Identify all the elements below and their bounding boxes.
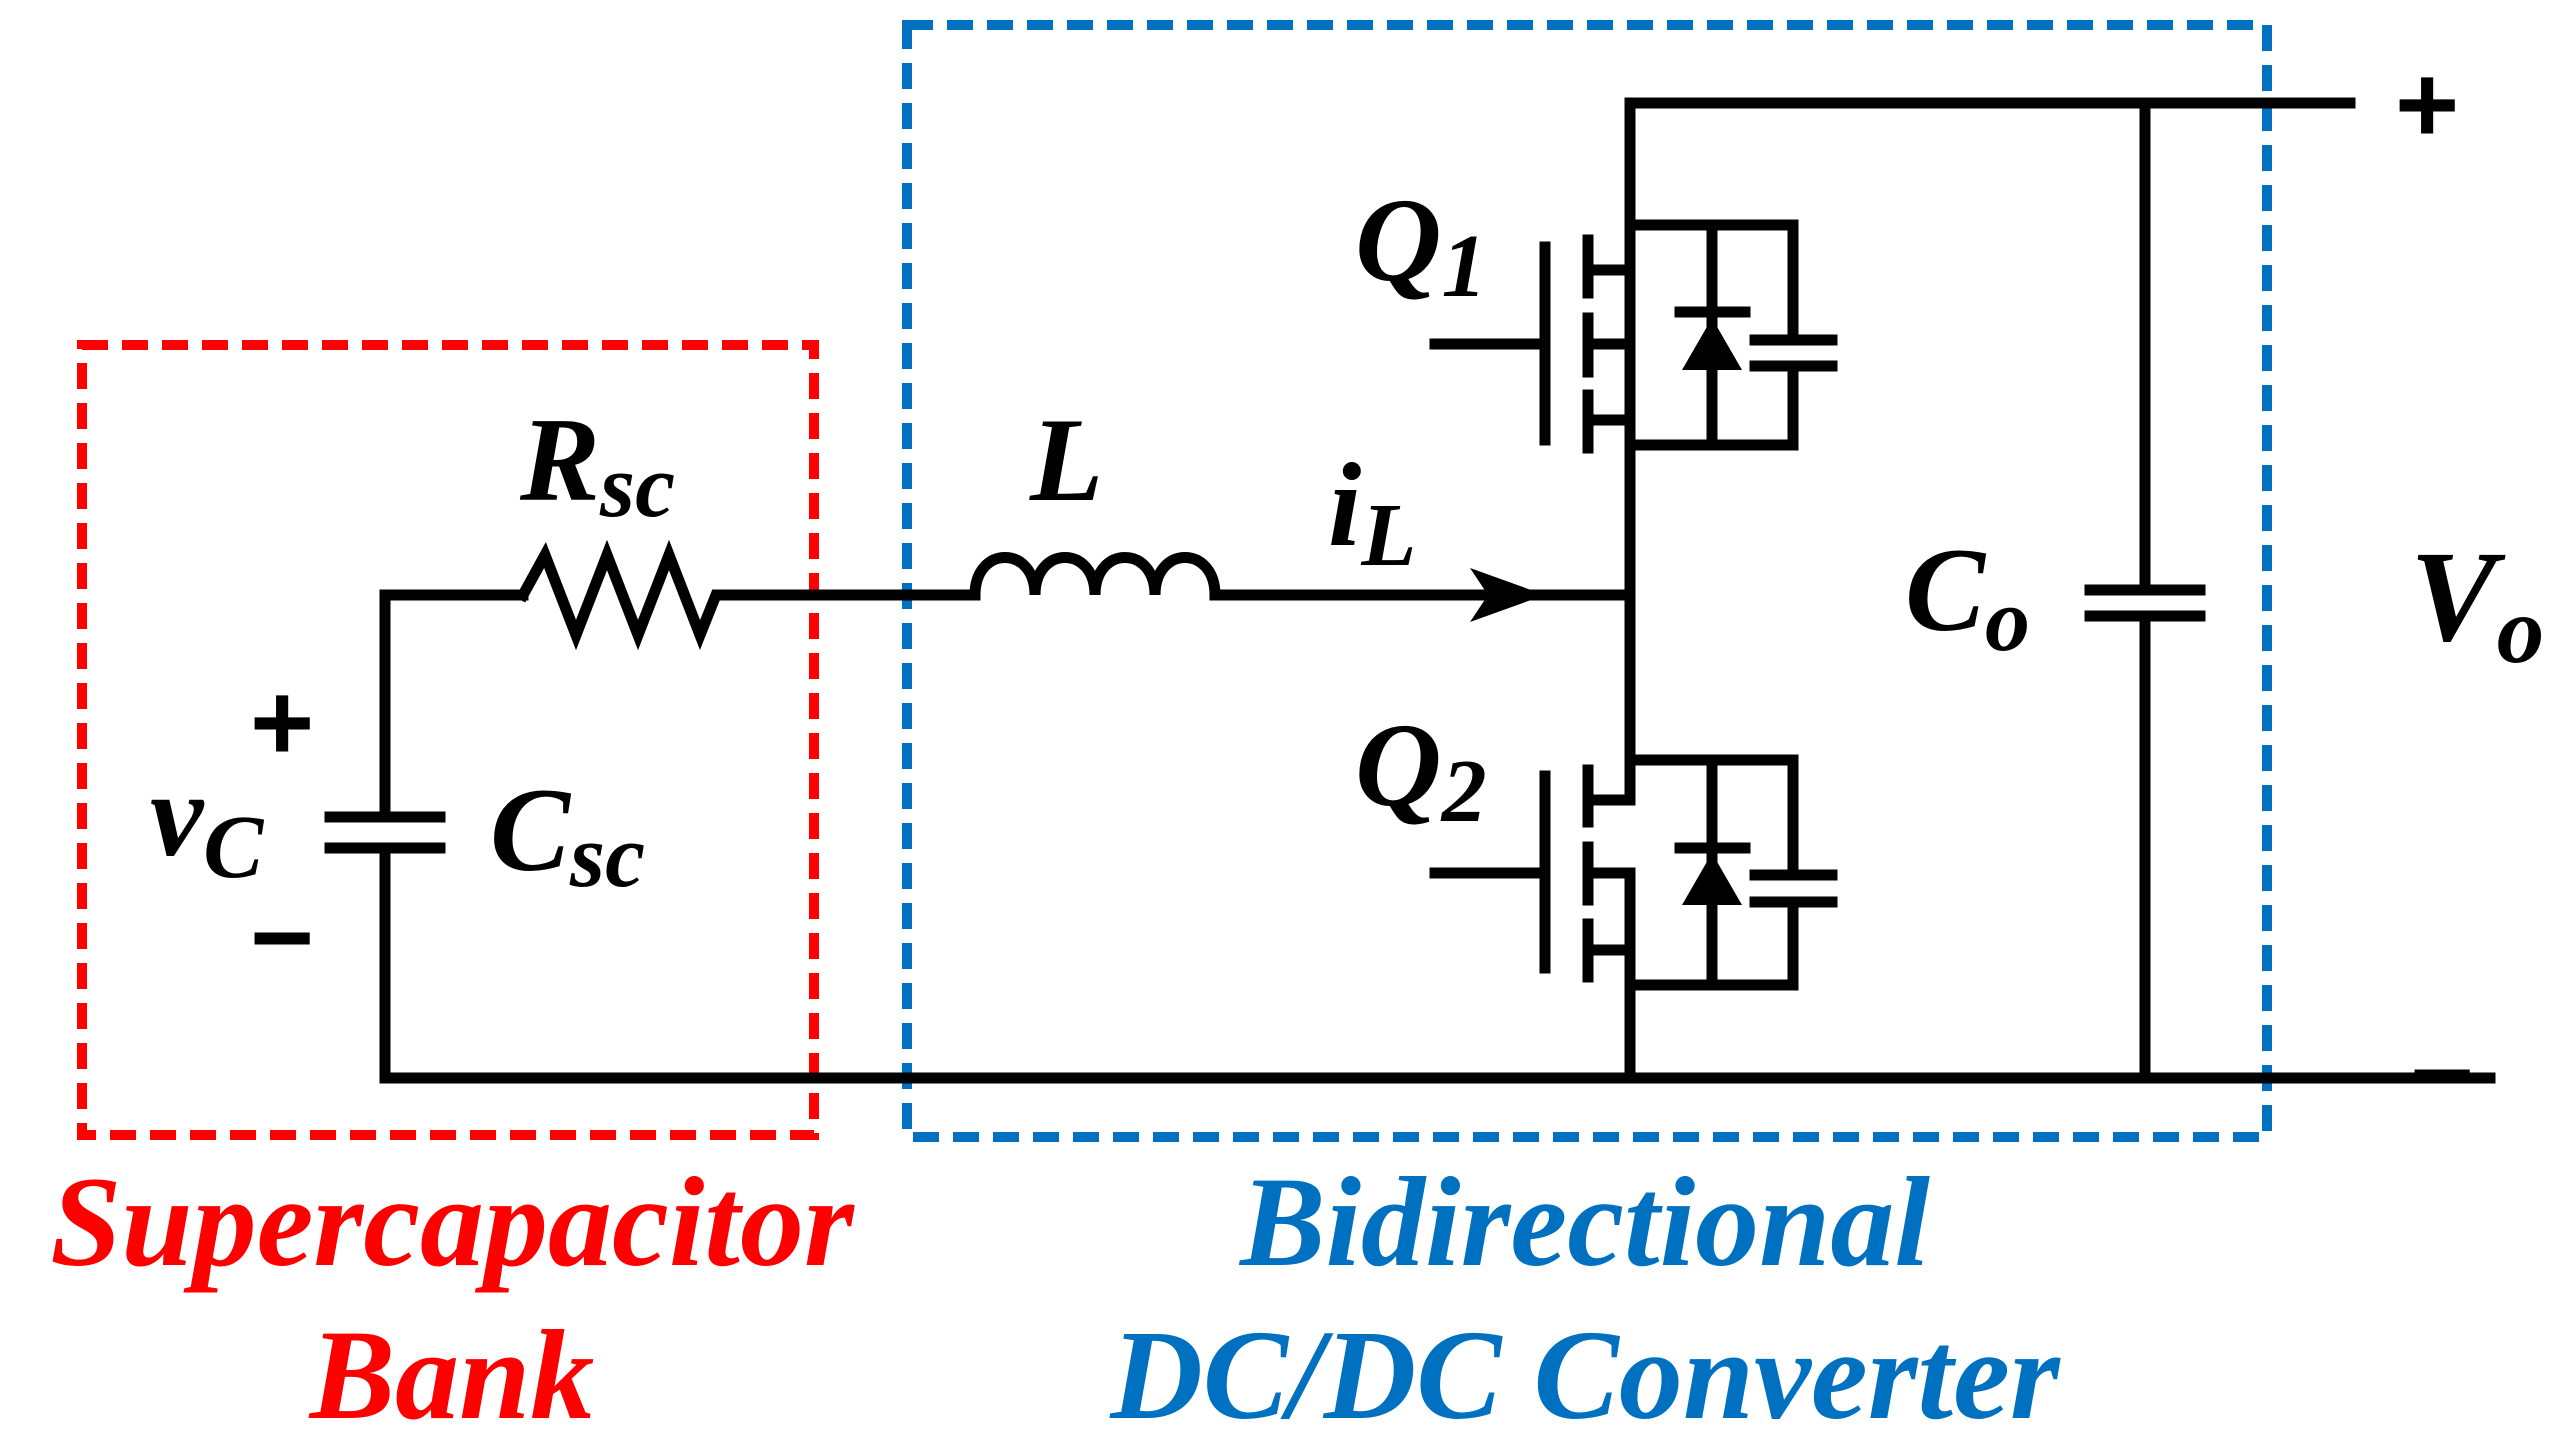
- supercapacitor-box: [77, 340, 819, 1140]
- plus-sign-output: +: [2395, 43, 2459, 166]
- label-q2: Q2: [1355, 698, 1487, 841]
- label-vc: vC: [150, 748, 264, 897]
- label-l: L: [1029, 393, 1103, 526]
- caption-supercapacitor-line2: Bank: [308, 1304, 595, 1446]
- wire-left-vertical: [379, 589, 529, 814]
- label-q1: Q1: [1355, 173, 1487, 316]
- rsc-resistor: [515, 539, 981, 651]
- q2-mosfet: [1429, 754, 1838, 1024]
- converter-box: [902, 20, 2272, 1142]
- label-rsc: Rsc: [519, 393, 675, 536]
- caption-converter-line1: Bidirectional: [1238, 1151, 1930, 1293]
- minus-sign-input: −: [250, 876, 314, 999]
- label-vo: Vo: [2410, 525, 2544, 683]
- caption-supercapacitor-line1: Supercapacitor: [50, 1151, 855, 1293]
- inductor-l: [969, 552, 1221, 601]
- plus-sign-input: +: [250, 661, 314, 784]
- wire-top-rail: [1624, 97, 2356, 231]
- il-arrow: [1470, 568, 1545, 622]
- caption-converter-line2: DC/DC Converter: [1109, 1304, 2061, 1446]
- q1-mosfet: [1429, 219, 1838, 454]
- minus-sign-output: −: [2410, 1013, 2474, 1136]
- label-co: Co: [1905, 523, 2030, 670]
- label-csc: Csc: [490, 763, 645, 906]
- label-il: iL: [1328, 438, 1416, 585]
